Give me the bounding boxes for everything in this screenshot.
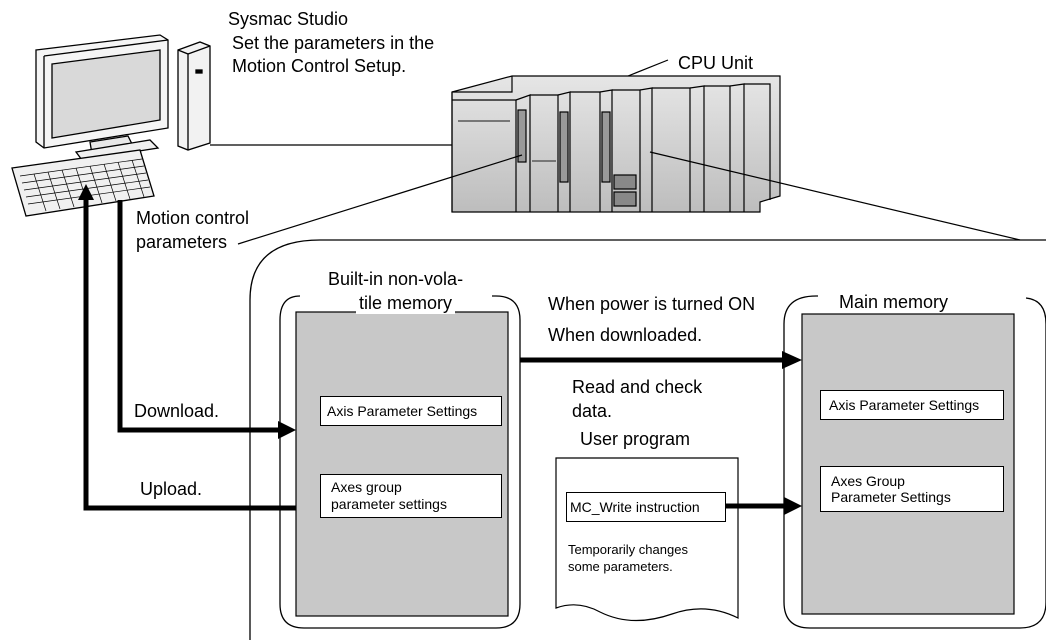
user-program-title: User program	[580, 429, 691, 449]
upload-label: Upload.	[140, 479, 203, 499]
read-check-line1: Read and check	[572, 377, 703, 397]
read-check-line2: data.	[572, 401, 613, 421]
user-program-document	[555, 457, 739, 622]
nonvolatile-title-line1: Built-in non-vola-	[328, 269, 464, 289]
power-on-label: When power is turned ON	[548, 294, 756, 314]
nv-axes-group-line1: Axes group	[331, 479, 402, 495]
mc-write-instruction-box: MC_Write instruction	[566, 492, 726, 522]
mc-write-instruction-label: MC_Write instruction	[570, 499, 700, 515]
motion-params-line2: parameters	[136, 232, 228, 252]
mm-axes-group-line2: Parameter Settings	[831, 489, 951, 505]
upload-arrow	[78, 184, 296, 511]
nonvolatile-memory-panel	[295, 311, 509, 617]
nv-axis-parameter-box: Axis Parameter Settings	[320, 396, 502, 426]
download-label: Download.	[134, 401, 220, 421]
computer-icon	[11, 34, 211, 217]
main-memory-frame	[783, 295, 1046, 629]
sysmac-studio-label: Sysmac Studio	[228, 9, 349, 29]
nv-axis-parameter-label: Axis Parameter Settings	[327, 403, 478, 419]
sysmac-note-line1: Set the parameters in the	[232, 33, 435, 53]
cpu-unit-pointer	[627, 59, 669, 77]
motion-params-line1: Motion control	[136, 208, 250, 228]
user-program-note-line1: Temporarily changes	[568, 542, 688, 557]
sysmac-note-line2: Motion Control Setup.	[232, 56, 407, 76]
user-program-note-line2: some parameters.	[568, 559, 673, 574]
cpu-unit-label: CPU Unit	[678, 53, 754, 73]
nonvolatile-memory-frame	[279, 295, 521, 629]
nv-axes-group-line2: parameter settings	[331, 496, 447, 512]
mm-axis-parameter-label: Axis Parameter Settings	[829, 397, 980, 413]
mc-write-arrow	[726, 497, 802, 515]
power-on-transfer-arrow	[520, 351, 802, 369]
nv-axes-group-box: Axes group parameter settings	[320, 474, 502, 518]
zoom-line-left	[237, 154, 523, 245]
zoom-line-right	[649, 151, 1021, 241]
controller-memory-area	[249, 239, 1046, 640]
mm-axis-parameter-box: Axis Parameter Settings	[820, 390, 1004, 420]
mm-axes-group-box: Axes Group Parameter Settings	[820, 466, 1004, 512]
mm-axes-group-line1: Axes Group	[831, 473, 905, 489]
downloaded-label: When downloaded.	[548, 325, 703, 345]
download-arrow	[117, 200, 296, 439]
nonvolatile-title-line2: tile memory	[356, 292, 456, 314]
main-memory-panel	[801, 313, 1015, 615]
main-memory-title: Main memory	[834, 291, 954, 313]
cpu-unit-icon	[451, 75, 781, 213]
